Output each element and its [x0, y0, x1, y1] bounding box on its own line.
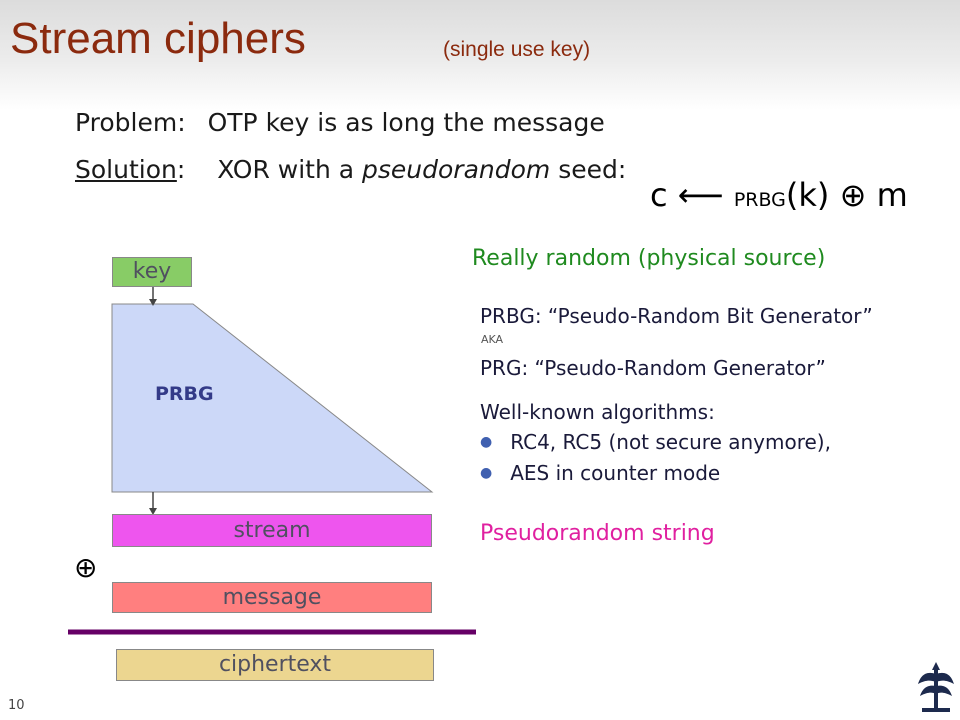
solution-text-after: seed:	[550, 155, 627, 184]
prg-definition: PRG: “Pseudo-Random Generator”	[480, 356, 826, 380]
algorithm-text: RC4, RC5 (not secure anymore),	[510, 430, 831, 454]
problem-text: OTP key is as long the message	[207, 108, 605, 137]
university-logo-icon	[918, 662, 954, 712]
solution-line: Solution: XOR with a pseudorandom seed:	[75, 155, 626, 184]
problem-line: Problem: OTP key is as long the message	[75, 108, 605, 137]
encryption-formula: c ⟵ PRBG(k) ⊕ m	[650, 176, 908, 214]
aka-label: AKA	[481, 333, 504, 346]
formula-k: (k)	[785, 176, 830, 214]
solution-label: Solution	[75, 155, 177, 184]
algorithm-item: ● RC4, RC5 (not secure anymore),	[480, 430, 831, 454]
prbg-block-shape	[111, 303, 434, 493]
bullet-icon: ●	[480, 434, 493, 450]
key-arrow-head	[149, 299, 157, 306]
pseudorandom-string-note: Pseudorandom string	[480, 521, 715, 546]
stream-box: stream	[112, 514, 432, 547]
slide-title: Stream ciphers	[10, 14, 306, 63]
prbg-definition: PRBG: “Pseudo-Random Bit Generator”	[480, 304, 873, 328]
title-band	[0, 0, 960, 110]
solution-text-italic: pseudorandom	[362, 155, 551, 184]
page-number: 10	[8, 698, 25, 713]
stream-arrow-head	[149, 508, 157, 515]
algorithm-text: AES in counter mode	[510, 461, 721, 485]
formula-xor: ⊕	[839, 176, 867, 214]
formula-prbg: PRBG	[733, 189, 786, 211]
formula-c: c	[650, 176, 668, 214]
xor-symbol: ⊕	[74, 551, 98, 584]
problem-label: Problem:	[75, 108, 186, 137]
slide-subtitle: (single use key)	[443, 38, 591, 61]
bullet-icon: ●	[480, 465, 493, 481]
solution-colon: :	[176, 155, 186, 184]
message-box: message	[112, 582, 432, 613]
algorithm-item: ● AES in counter mode	[480, 461, 720, 485]
really-random-note: Really random (physical source)	[472, 246, 826, 271]
key-box: key	[112, 257, 192, 287]
formula-m: m	[876, 176, 908, 214]
ciphertext-box: ciphertext	[116, 649, 434, 681]
prbg-label: PRBG	[155, 383, 214, 405]
formula-arrow: ⟵	[677, 176, 724, 214]
algorithms-heading: Well-known algorithms:	[480, 400, 715, 424]
solution-text-before: XOR with a	[217, 155, 363, 184]
